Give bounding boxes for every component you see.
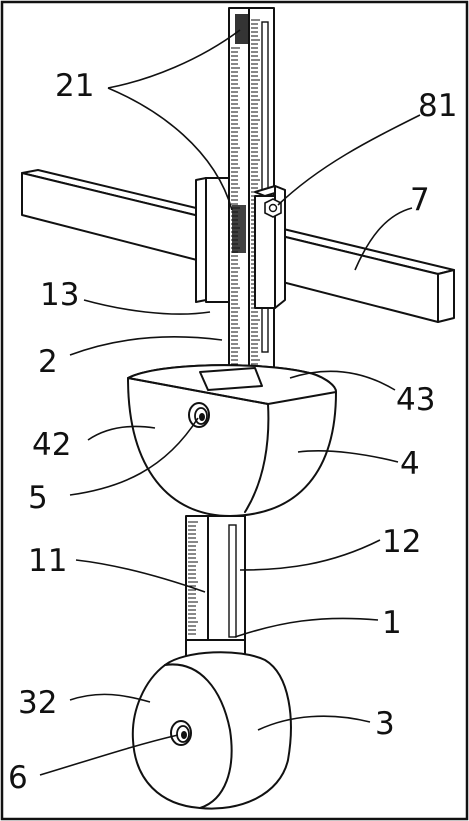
screw-6-icon (170, 720, 192, 746)
lower-rod-1 (185, 515, 246, 660)
callout-7: 7 (410, 182, 430, 218)
callout-5: 5 (28, 480, 48, 516)
sleeve-13 (195, 177, 230, 303)
leader-lines (39, 29, 421, 776)
callout-43: 43 (396, 382, 435, 418)
callouts: 21 81 7 13 2 43 42 4 5 11 12 1 32 3 6 (8, 68, 457, 796)
callout-2: 2 (38, 344, 58, 380)
sleeve-81 (254, 185, 286, 309)
callout-6: 6 (8, 760, 28, 796)
callout-4: 4 (400, 446, 420, 482)
callout-3: 3 (375, 706, 395, 742)
screw-81-icon (264, 198, 282, 218)
half-sphere-4 (127, 364, 337, 517)
callout-12: 12 (382, 524, 421, 560)
ball-3 (131, 651, 292, 810)
callout-21: 21 (55, 68, 94, 104)
callout-81: 81 (418, 88, 457, 124)
callout-1: 1 (382, 605, 402, 641)
callout-32: 32 (18, 685, 57, 721)
lower-rod-scale (188, 521, 198, 635)
callout-11: 11 (28, 543, 67, 579)
callout-42: 42 (32, 427, 71, 463)
callout-13: 13 (40, 277, 79, 313)
screw-5-icon (188, 402, 210, 428)
